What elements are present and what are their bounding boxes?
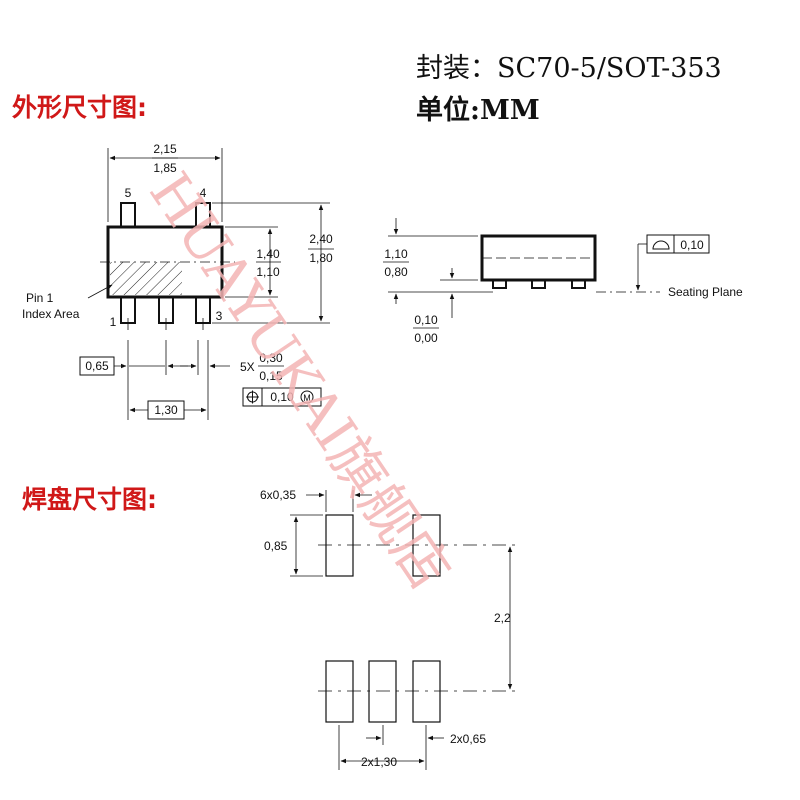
height-min-label: 0,80 [384,265,408,279]
pin1-label: Pin 1 [26,291,54,305]
pad-bottom-1 [325,660,354,723]
pad-bottom-2 [368,660,397,723]
pin-4-label: 4 [200,186,207,200]
pad-span-label: 2x1,30 [361,755,397,769]
body-h-min-label: 1,10 [256,265,280,279]
span-label: 1,30 [154,403,178,417]
height-max-label: 1,10 [384,247,408,261]
package-title: 封装：SC70-5/SOT-353 [416,53,722,84]
pad-layout [325,514,441,723]
pin-1-label: 1 [110,315,117,329]
position-modifier: M [303,393,311,403]
pad-width-label: 6x0,35 [260,488,296,502]
lead-5 [120,202,136,228]
side-view [480,234,597,289]
pad-top-left [325,514,354,577]
outline-section-title: 外形尺寸图: [12,93,147,122]
side-dims [388,218,660,318]
position-tolerance-frame [242,387,322,407]
standoff-min-label: 0,00 [414,331,438,345]
body-h-max-label: 1,40 [256,247,280,261]
pad-bottom-3 [412,660,441,723]
width-max-label: 2,15 [153,142,177,156]
watermark: HUAYUKAI旗舰店 [136,161,462,601]
pin1-label-line2: Index Area [22,307,80,321]
pad-height-label: 0,85 [264,539,288,553]
lead-width-max-label: 0,30 [259,351,283,365]
pin-3-label: 3 [216,309,223,323]
pad-section-title: 焊盘尺寸图: [22,485,157,514]
seating-plane-label: Seating Plane [668,285,743,299]
pad-pitch-label: 2x0,65 [450,732,486,746]
top-view-labels: 2,15 1,85 5 4 1 3 1,40 1,10 2,40 1,80 Pi… [22,142,334,417]
total-h-min-label: 1,80 [309,251,333,265]
pad-top-right [412,514,441,577]
lead-width-prefix: 5X [240,360,255,374]
width-min-label: 1,85 [153,161,177,175]
unit-label: 单位:MM [416,95,540,126]
total-h-max-label: 2,40 [309,232,333,246]
pin1-index-area [110,262,182,295]
pad-dims [290,490,520,770]
pitch-label: 0,65 [85,359,109,373]
row-gap-label: 2,2 [494,611,511,625]
lead-width-min-label: 0,15 [259,369,283,383]
pad-labels: 6x0,35 0,85 2,2 2x0,65 2x1,30 [260,488,511,769]
coplanarity-label: 0,10 [680,238,704,252]
top-view [87,148,330,420]
standoff-max-label: 0,10 [414,313,438,327]
side-view-labels: 1,10 0,80 0,10 0,00 0,10 Seating Plane [383,238,743,345]
position-tol-label: 0,10 [270,390,294,404]
coplanarity-frame [646,234,710,254]
pin-5-label: 5 [125,186,132,200]
